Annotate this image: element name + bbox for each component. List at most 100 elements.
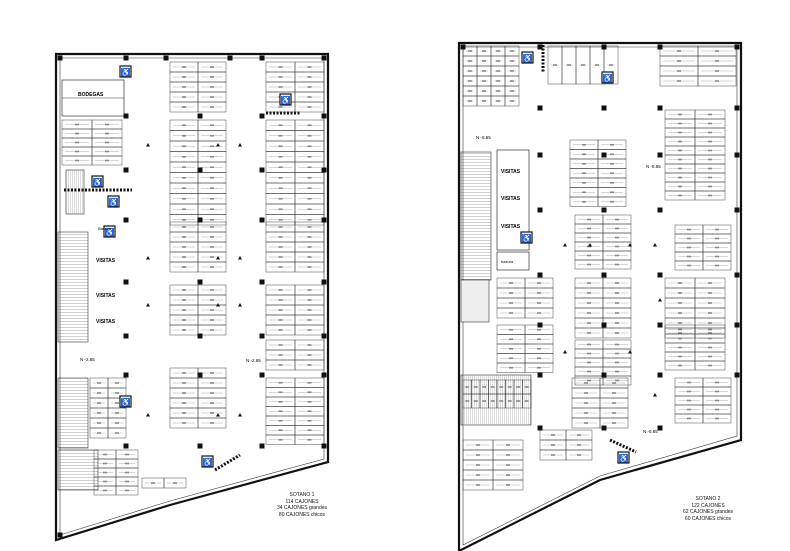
stall-number-mark — [75, 132, 79, 135]
stall-number-mark — [499, 400, 504, 402]
stall-number-mark — [615, 322, 619, 324]
stall-number-mark — [708, 292, 712, 294]
stall-number-mark — [173, 482, 177, 484]
svg-text:♿: ♿ — [121, 67, 131, 77]
level-mark-2a: N -5.65 — [476, 135, 491, 140]
stall-number-mark — [278, 187, 283, 190]
stall-number-mark — [715, 399, 719, 402]
stall-number-mark — [278, 86, 283, 88]
stall-number-mark — [125, 453, 129, 456]
stall-number-mark — [468, 50, 472, 52]
stall-number-mark — [615, 302, 619, 304]
legend-1-large: 34 CAJONES grandes — [276, 505, 328, 511]
stall-number-mark — [615, 379, 619, 382]
direction-arrow — [653, 243, 657, 247]
parking-stall — [524, 307, 554, 319]
stall-number-mark — [307, 329, 312, 331]
stall-number-mark — [708, 158, 712, 161]
parking-stall — [602, 375, 632, 386]
structural-column — [163, 55, 169, 61]
stall-number-mark — [610, 172, 614, 175]
stall-number-mark — [465, 386, 470, 388]
stall-number-mark — [678, 122, 682, 125]
stall-number-mark — [551, 444, 555, 446]
stall-number-mark — [715, 417, 719, 420]
svg-text:♿: ♿ — [619, 453, 629, 463]
stall-number-mark — [587, 227, 591, 230]
direction-arrow — [146, 143, 150, 147]
stall-number-mark — [551, 434, 555, 436]
stall-number-mark — [210, 86, 214, 88]
stall-number-mark — [307, 76, 312, 78]
stall-number-mark — [587, 282, 591, 284]
stall-number-mark — [468, 70, 472, 72]
stall-number-mark — [307, 266, 312, 268]
stall-number-mark — [615, 254, 619, 257]
stall-number-mark — [105, 159, 109, 162]
structural-column — [734, 105, 740, 111]
structural-column — [123, 217, 129, 223]
stall-number-mark — [715, 60, 719, 62]
structural-column — [734, 207, 740, 213]
stall-number-mark — [97, 412, 101, 414]
stall-number-mark — [715, 80, 719, 82]
stall-number-mark — [210, 236, 214, 238]
parking-stall — [197, 261, 227, 273]
svg-text:♿: ♿ — [203, 457, 213, 467]
stall-number-mark — [708, 194, 712, 197]
structural-column — [734, 322, 740, 328]
stall-number-mark — [587, 361, 591, 364]
stall-number-mark — [278, 166, 283, 169]
structural-column — [601, 44, 607, 50]
parking-stall — [294, 324, 325, 336]
stall-number-mark — [125, 471, 129, 474]
stall-number-mark — [482, 100, 486, 102]
stall-number-mark — [708, 122, 712, 125]
stall-number-mark — [210, 66, 214, 68]
stall-number-mark — [510, 50, 514, 52]
stall-number-mark — [678, 185, 682, 188]
stall-number-mark — [210, 372, 214, 374]
stall-number-mark — [182, 392, 186, 394]
structural-column — [259, 167, 265, 173]
stall-number-mark — [509, 302, 513, 304]
stall-number-mark — [678, 322, 682, 324]
stall-number-mark — [210, 226, 214, 228]
stall-number-mark — [507, 400, 512, 402]
stall-number-mark — [210, 176, 214, 179]
stall-number-mark — [708, 332, 712, 334]
stall-number-mark — [278, 197, 283, 200]
stall-number-mark — [182, 372, 186, 374]
stall-number-mark — [715, 50, 719, 52]
stall-number-mark — [506, 474, 510, 476]
legend-2-large: 62 CAJONES grandes — [682, 509, 734, 515]
stall-number-mark — [278, 319, 283, 321]
stall-number-mark — [103, 471, 107, 474]
stall-number-mark — [510, 80, 514, 82]
stall-number-mark — [678, 131, 682, 134]
stall-number-mark — [307, 438, 312, 441]
svg-text:♿: ♿ — [109, 197, 119, 207]
stall-number-mark — [210, 197, 214, 200]
stall-number-mark — [715, 408, 719, 411]
stall-number-mark — [612, 412, 616, 414]
structural-column — [123, 113, 129, 119]
parking-stall — [702, 260, 732, 271]
stall-number-mark — [307, 256, 312, 258]
stall-number-mark — [115, 412, 119, 414]
structural-column — [259, 113, 265, 119]
structural-column — [657, 322, 663, 328]
direction-arrow — [216, 256, 220, 260]
stall-number-mark — [577, 454, 581, 456]
parking-stall — [115, 485, 139, 496]
parking-stall — [91, 155, 123, 166]
stall-number-mark — [678, 346, 682, 349]
stall-number-mark — [182, 266, 186, 268]
direction-arrow — [238, 143, 242, 147]
stall-number-mark — [307, 319, 312, 321]
structural-column — [537, 372, 543, 378]
direction-arrow — [216, 303, 220, 307]
structural-column — [734, 152, 740, 158]
stall-number-mark — [182, 86, 186, 88]
stall-number-mark — [678, 140, 682, 143]
